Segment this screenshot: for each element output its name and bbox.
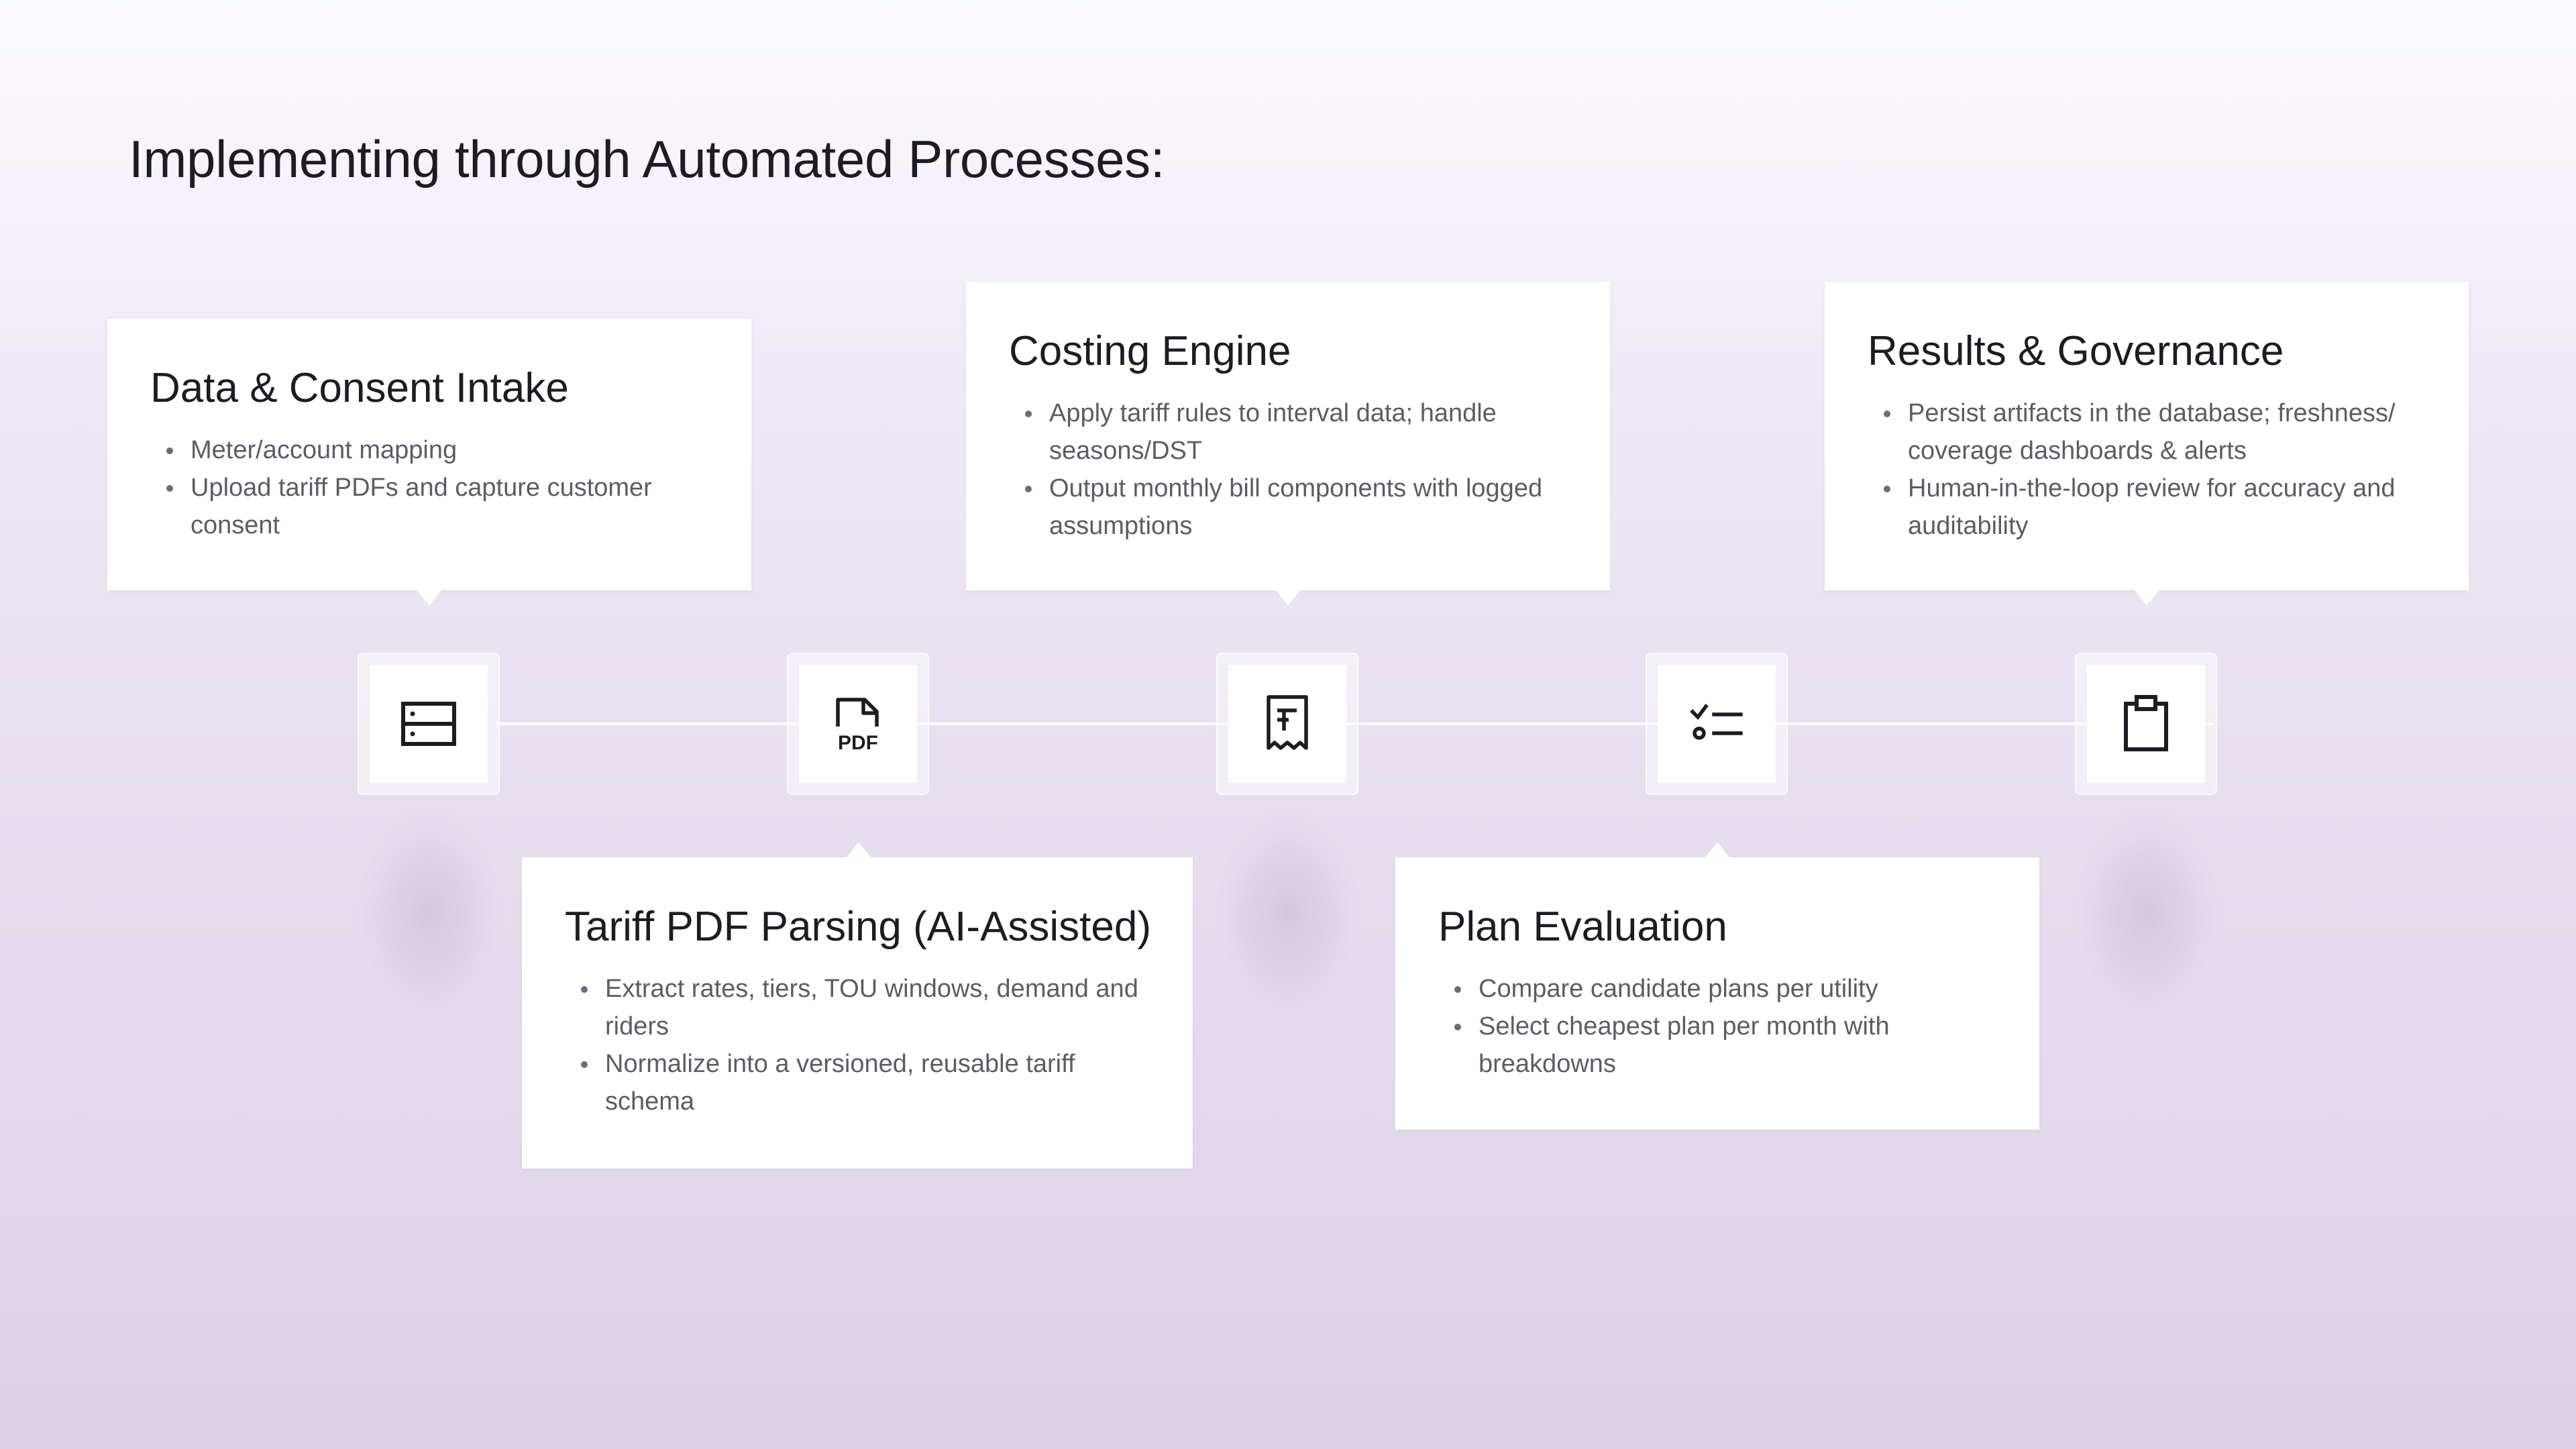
timeline-connector <box>496 722 2214 725</box>
card-pointer <box>2135 590 2159 605</box>
bullet-item: Normalize into a versioned, reusable tar… <box>581 1045 1152 1120</box>
icon-tile <box>1658 665 1776 783</box>
pdf-file-icon: PDF <box>836 698 879 754</box>
icon-tile <box>370 665 488 783</box>
bullet-item: Persist artifacts in the database; fresh… <box>1884 394 2428 470</box>
bullet-item: Human-in-the-loop review for accuracy an… <box>1884 470 2428 545</box>
bullet-item: Extract rates, tiers, TOU windows, deman… <box>581 970 1152 1045</box>
card-pointer <box>1705 843 1729 857</box>
icon-shadow <box>2073 805 2220 1020</box>
card-pointer <box>417 590 441 605</box>
bullet-item: Output monthly bill components with logg… <box>1025 470 1570 545</box>
step-card-results-governance: Results & Governance Persist artifacts i… <box>1825 282 2469 590</box>
step-card-costing-engine: Costing Engine Apply tariff rules to int… <box>966 282 1610 590</box>
step-bullets: Persist artifacts in the database; fresh… <box>1868 394 2428 545</box>
step-title: Data & Consent Intake <box>150 365 569 411</box>
icon-tile: PDF <box>799 665 917 783</box>
step-bullets: Extract rates, tiers, TOU windows, deman… <box>565 970 1152 1120</box>
step-bullets: Apply tariff rules to interval data; han… <box>1009 394 1570 545</box>
step-bullets: Meter/account mapping Upload tariff PDFs… <box>150 431 711 544</box>
bullet-item: Upload tariff PDFs and capture customer … <box>166 469 711 544</box>
icon-shadow <box>356 805 503 1020</box>
step-title: Tariff PDF Parsing (AI-Assisted) <box>565 904 1151 950</box>
step-card-data-consent-intake: Data & Consent Intake Meter/account mapp… <box>107 319 751 590</box>
checklist-icon <box>1690 704 1743 740</box>
step-title: Costing Engine <box>1009 328 1291 374</box>
step-card-plan-evaluation: Plan Evaluation Compare candidate plans … <box>1395 857 2039 1130</box>
icon-shadow <box>1214 805 1362 1020</box>
clipboard-icon <box>2124 695 2168 751</box>
card-pointer <box>847 843 871 857</box>
receipt-icon <box>1267 695 1308 750</box>
step-node-plan-evaluation <box>1646 653 1788 795</box>
step-node-costing-engine <box>1216 653 1358 795</box>
bullet-item: Compare candidate plans per utility <box>1454 970 1999 1008</box>
bullet-item: Meter/account mapping <box>166 431 711 469</box>
step-card-tariff-pdf-parsing: Tariff PDF Parsing (AI-Assisted) Extract… <box>522 857 1193 1169</box>
page-title: Implementing through Automated Processes… <box>129 129 1165 189</box>
step-node-tariff-pdf-parsing: PDF <box>787 653 929 795</box>
server-icon <box>401 702 456 746</box>
icon-tile <box>1228 665 1346 783</box>
step-title: Results & Governance <box>1868 328 2284 374</box>
bullet-item: Select cheapest plan per month with brea… <box>1454 1008 1999 1083</box>
step-node-results-governance <box>2075 653 2217 795</box>
step-bullets: Compare candidate plans per utility Sele… <box>1438 970 1999 1083</box>
card-pointer <box>1276 590 1300 605</box>
icon-tile <box>2087 665 2205 783</box>
step-node-data-consent-intake <box>358 653 500 795</box>
svg-text:PDF: PDF <box>838 732 878 754</box>
bullet-item: Apply tariff rules to interval data; han… <box>1025 394 1570 470</box>
step-title: Plan Evaluation <box>1438 904 1727 950</box>
